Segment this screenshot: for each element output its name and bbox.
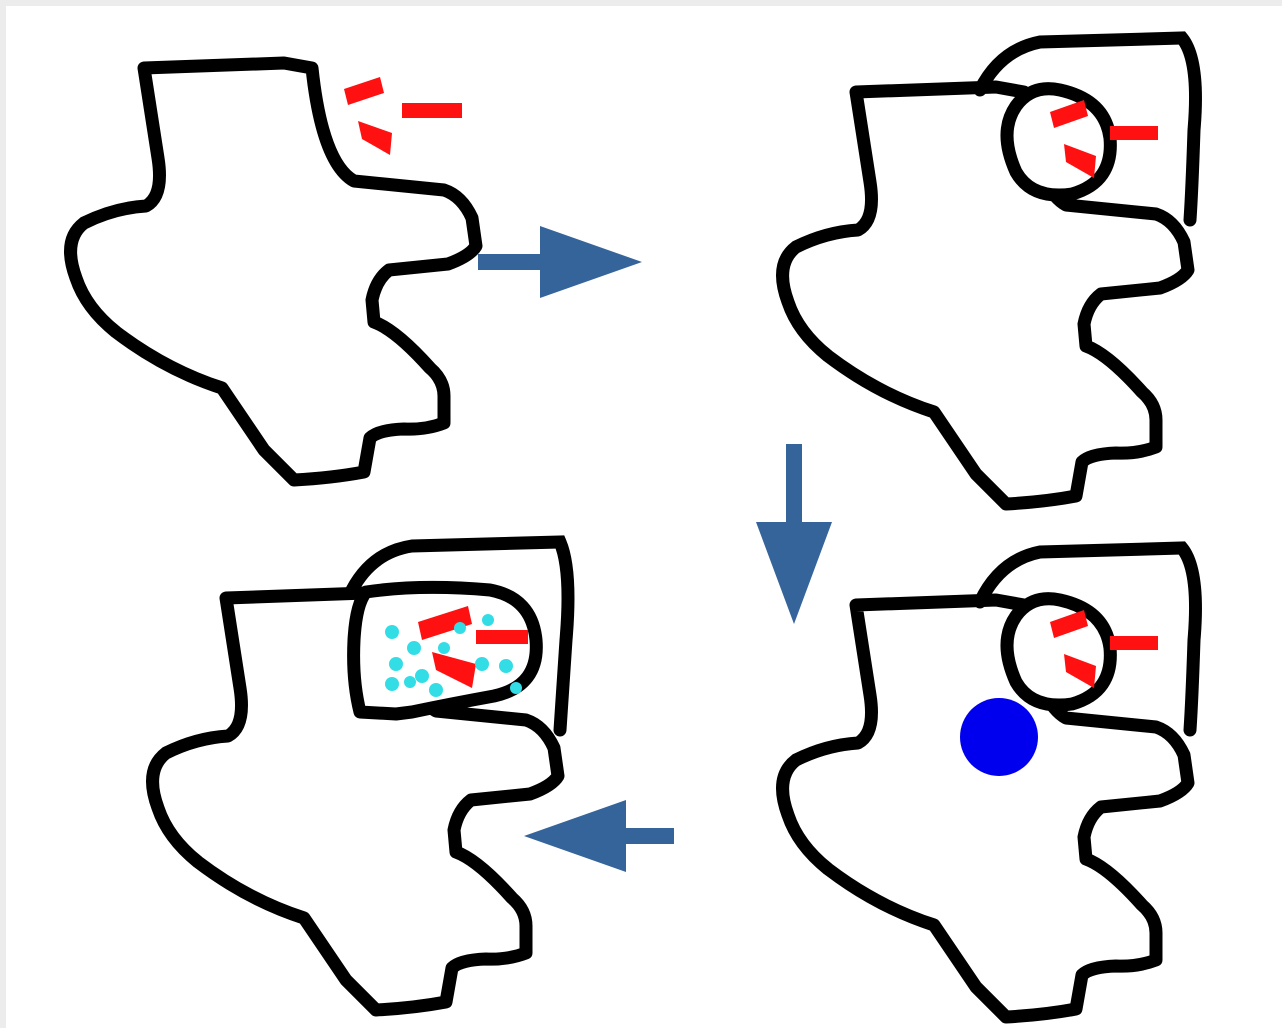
outer-membrane-extension [973,31,1202,227]
panel-3 [783,541,1202,1017]
panel-4 [153,535,575,1010]
antigen-icon [1050,610,1158,688]
cell-outline [783,600,1188,1017]
antigen-icon [344,77,462,155]
cell-outline [71,63,476,480]
outer-membrane-extension [973,541,1202,737]
antigen-icon [418,606,528,688]
cell-outline [783,87,1188,504]
arrow-2-to-3 [756,444,832,624]
panel-1 [71,63,476,480]
vesicle [1007,89,1110,195]
antigen-icon [1050,100,1158,178]
vesicle [1007,599,1110,705]
arrow-3-to-4 [524,800,674,872]
arrow-icon [756,444,832,624]
arrow-icon [478,226,642,298]
outer-membrane-extension [345,535,575,737]
frame-left-edge [0,0,6,1028]
frame-top-edge [0,0,1282,6]
particle-icon [385,614,522,697]
arrow-icon [524,800,674,872]
arrow-1-to-2 [478,226,642,298]
blue-circle-icon [960,698,1038,776]
panel-2 [783,31,1202,504]
